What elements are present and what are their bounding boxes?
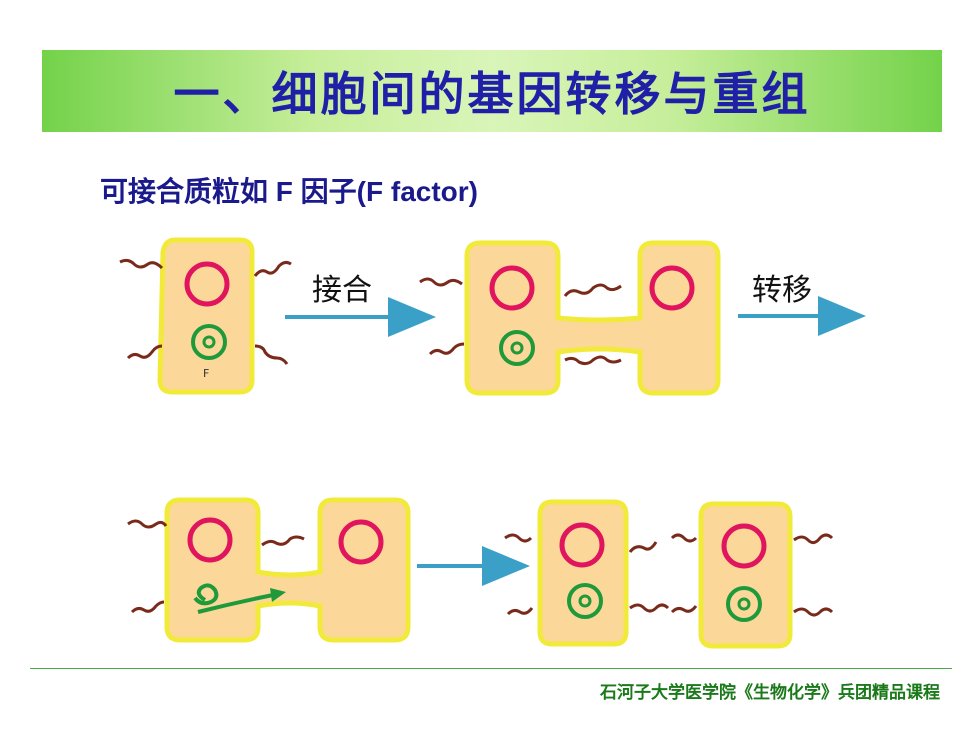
pilus xyxy=(127,519,168,529)
pilus xyxy=(563,283,622,297)
conjugation-label: 接合 xyxy=(312,273,372,308)
transferring-pair xyxy=(127,497,411,643)
pilus xyxy=(628,541,658,553)
f-plasmid xyxy=(567,583,603,619)
donor-f-plasmid xyxy=(191,324,227,360)
transferring-dna-strand xyxy=(193,583,279,614)
result-cell-2 xyxy=(670,501,834,649)
pilus xyxy=(126,344,163,360)
donor-cell: F xyxy=(119,237,292,395)
donor-f-plasmid xyxy=(499,330,535,366)
pilus xyxy=(119,258,164,270)
pilus xyxy=(670,533,698,543)
pilus xyxy=(629,603,670,613)
pilus xyxy=(793,607,834,617)
pilus xyxy=(506,607,534,616)
result-cell-1 xyxy=(504,499,670,647)
donor-chromosome xyxy=(489,265,535,311)
slide-title: 一、细胞间的基因转移与重组 xyxy=(173,67,811,121)
donor-chromosome xyxy=(184,261,230,307)
conjugating-pair xyxy=(419,240,721,396)
pilus xyxy=(253,260,292,277)
footer-divider xyxy=(30,668,952,669)
transfer-label: 转移 xyxy=(752,273,812,308)
donor-cell-body xyxy=(157,237,255,395)
pilus xyxy=(670,605,698,614)
f-plasmid xyxy=(726,586,762,622)
pilus xyxy=(504,533,533,543)
footer-course-name: 石河子大学医学院《生物化学》兵团精品课程 xyxy=(600,683,940,703)
slide-subtitle: 可接合质粒如 F 因子(F factor) xyxy=(100,176,478,207)
recipient-chromosome xyxy=(649,265,695,311)
f-factor-label: F xyxy=(203,367,209,380)
transfer-arrowhead xyxy=(270,588,286,602)
title-banner: 一、细胞间的基因转移与重组 xyxy=(42,50,942,132)
pilus xyxy=(130,600,165,614)
recipient-chromosome xyxy=(338,519,384,565)
chromosome xyxy=(721,523,767,569)
mating-pair-body xyxy=(464,240,721,396)
chromosome xyxy=(559,522,605,568)
pilus xyxy=(254,344,289,365)
pilus xyxy=(428,342,465,356)
donor-chromosome xyxy=(187,517,233,563)
pilus xyxy=(793,533,834,545)
pilus xyxy=(261,535,305,547)
pilus xyxy=(419,277,463,287)
pilus xyxy=(564,355,622,366)
